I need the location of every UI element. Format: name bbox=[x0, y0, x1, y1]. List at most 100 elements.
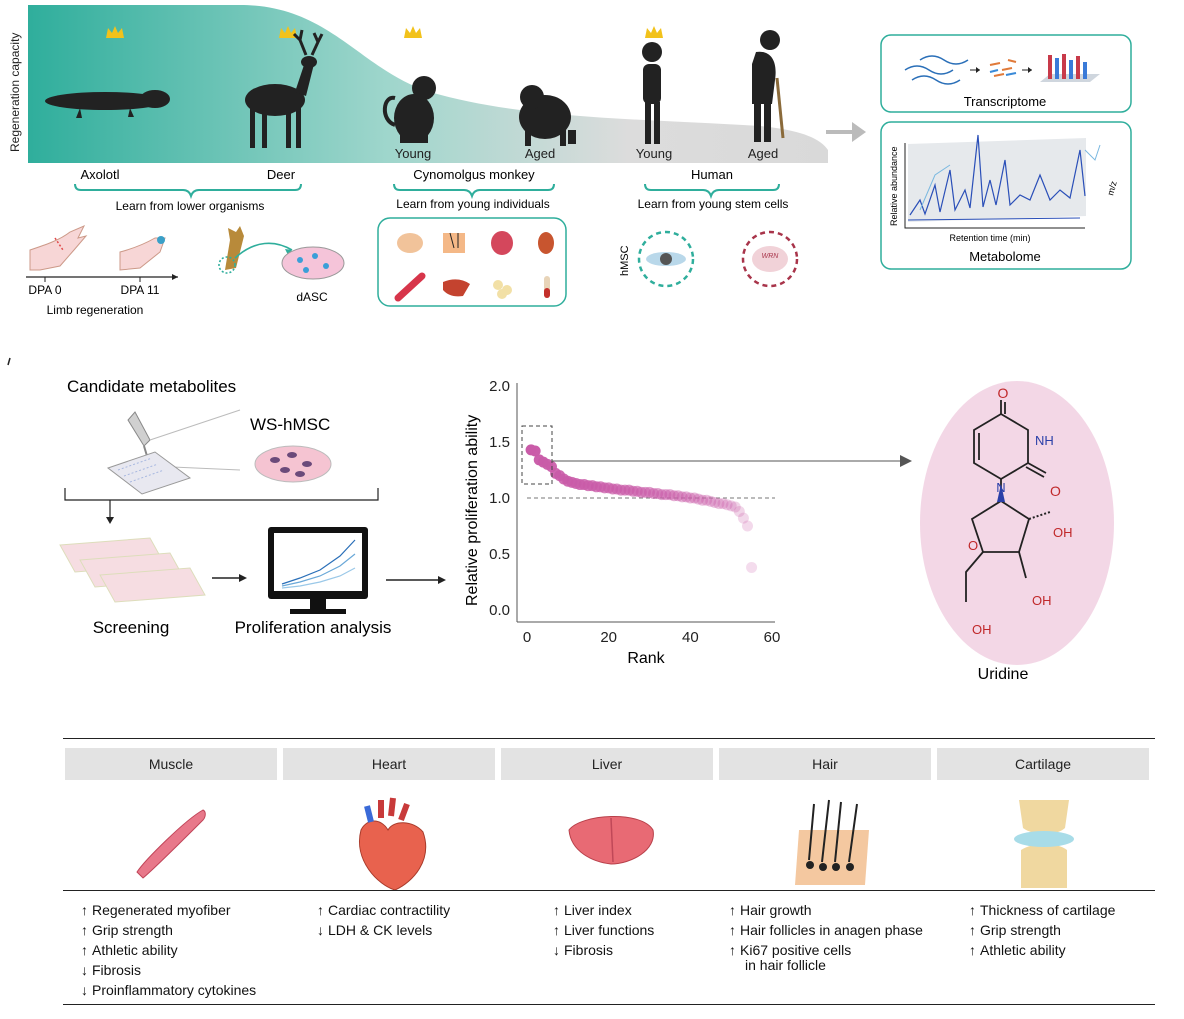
atom-label: OH bbox=[1032, 593, 1052, 608]
heart-icon bbox=[491, 231, 513, 255]
data-point bbox=[529, 445, 541, 457]
organ-box bbox=[377, 217, 567, 307]
hair-outcomes: Hair growthHair follicles in anagen phas… bbox=[729, 900, 923, 975]
data-point bbox=[713, 498, 725, 510]
x-tick-label: 60 bbox=[764, 629, 781, 646]
outcome-item: Cardiac contractility bbox=[317, 900, 450, 920]
data-point bbox=[717, 498, 729, 510]
atom-label: NH bbox=[1035, 433, 1054, 448]
atom-label: OH bbox=[1053, 525, 1073, 540]
y-axis-label: Regeneration capacity bbox=[8, 33, 22, 152]
crown-icon bbox=[106, 26, 124, 38]
group-label: Learn from young stem cells bbox=[638, 197, 789, 211]
regeneration-panel: Regeneration capacity bbox=[8, 5, 1132, 317]
data-point bbox=[693, 493, 704, 505]
stage-label: Young bbox=[636, 146, 672, 161]
chart-xlabel: Rank bbox=[627, 650, 665, 667]
cartilage-icon bbox=[1014, 800, 1074, 888]
limb-label: DPA 0 bbox=[28, 283, 61, 297]
column-header: Heart bbox=[283, 748, 495, 780]
x-tick-label: 40 bbox=[682, 629, 699, 646]
outcome-item: in hair follicle bbox=[745, 957, 826, 973]
species-label: Cynomolgus monkey bbox=[413, 167, 535, 182]
data-point bbox=[676, 491, 688, 503]
atom-label: N bbox=[996, 480, 1005, 495]
data-point bbox=[733, 505, 745, 517]
y-tick-label: 2.0 bbox=[489, 378, 510, 395]
group-label: Learn from young individuals bbox=[396, 197, 549, 211]
y-tick-label: 0.5 bbox=[489, 546, 510, 563]
data-point bbox=[742, 520, 753, 532]
species-label: Deer bbox=[267, 167, 296, 182]
outcome-item: Fibrosis bbox=[553, 940, 654, 960]
heart-outcomes: Cardiac contractilityLDH & CK levels bbox=[317, 900, 450, 940]
monkey-aged-icon bbox=[519, 85, 576, 146]
data-point bbox=[705, 495, 717, 507]
uridine-backdrop bbox=[920, 381, 1114, 665]
data-point bbox=[721, 499, 733, 511]
data-point bbox=[672, 490, 684, 502]
outcome-item: Regenerated myofiber bbox=[81, 900, 256, 920]
liver-outcomes: Liver indexLiver functionsFibrosis bbox=[553, 900, 654, 960]
muscle-icon bbox=[394, 272, 426, 302]
uridine-structure bbox=[965, 400, 1047, 602]
well-plate-icon bbox=[106, 451, 192, 495]
wrn-label: WRN bbox=[762, 253, 780, 260]
x-tick-label: 0 bbox=[523, 629, 531, 646]
limb-label: DPA 11 bbox=[121, 283, 160, 297]
skin-icon bbox=[443, 232, 465, 253]
proliferation-label: Proliferation analysis bbox=[235, 618, 392, 637]
atom-label: OH bbox=[972, 622, 992, 637]
stage-label: Young bbox=[395, 146, 431, 161]
cartilage-outcomes: Thickness of cartilageGrip strengthAthle… bbox=[969, 900, 1115, 960]
outcome-item: Fibrosis bbox=[81, 960, 256, 980]
metabolome-xlabel: Retention time (min) bbox=[949, 233, 1030, 243]
table-top-rule bbox=[63, 738, 1155, 739]
data-point bbox=[668, 490, 680, 502]
outcome-item: Liver index bbox=[553, 900, 654, 920]
hmsc-label: hMSC bbox=[619, 245, 631, 276]
brace bbox=[74, 183, 780, 200]
data-point bbox=[729, 501, 741, 513]
heart-icon bbox=[359, 797, 427, 890]
data-point bbox=[701, 494, 713, 506]
axolotl-icon bbox=[45, 90, 170, 118]
limb-regeneration-diagram bbox=[26, 225, 345, 282]
atom-label: O bbox=[1050, 483, 1061, 499]
outcome-item: Grip strength bbox=[969, 920, 1115, 940]
crown-icon bbox=[279, 26, 297, 38]
transcriptome-box bbox=[880, 34, 1132, 113]
crown-icon bbox=[404, 26, 422, 38]
hair-icon bbox=[795, 799, 869, 885]
outcome-item: Ki67 positive cells bbox=[729, 940, 923, 960]
group-label: Learn from lower organisms bbox=[116, 199, 265, 213]
atom-label: O bbox=[968, 538, 978, 553]
species-label: Human bbox=[691, 167, 733, 182]
transcriptome-label: Transcriptome bbox=[964, 94, 1047, 109]
petri-dish-icon bbox=[254, 445, 332, 483]
liver-icon bbox=[443, 279, 470, 297]
metabolome-ylabel: Relative abundance bbox=[889, 146, 899, 226]
cell-label: WS-hMSC bbox=[250, 415, 330, 434]
outcome-item: Proinflammatory cytokines bbox=[81, 980, 256, 1000]
data-point bbox=[737, 512, 749, 524]
chart-ylabel: Relative proliferation ability bbox=[464, 415, 481, 606]
species-label: Axolotl bbox=[80, 167, 119, 182]
x-tick-label: 20 bbox=[600, 629, 617, 646]
outcome-item: Thickness of cartilage bbox=[969, 900, 1115, 920]
column-header: Hair bbox=[719, 748, 931, 780]
metabolome-zlabel: m/z bbox=[1105, 179, 1119, 196]
metabolome-label: Metabolome bbox=[969, 249, 1041, 264]
outcome-item: Liver functions bbox=[553, 920, 654, 940]
data-point bbox=[725, 500, 737, 512]
outcome-item: Hair follicles in anagen phase bbox=[729, 920, 923, 940]
muscle-outcomes: Regenerated myofiberGrip strengthAthleti… bbox=[81, 900, 256, 1000]
brain-icon bbox=[397, 233, 423, 253]
screening-panel: Candidate metabolites WS-hMSC Screening … bbox=[7, 357, 1114, 683]
limb-label: dASC bbox=[296, 290, 328, 304]
y-tick-label: 0.0 bbox=[489, 602, 510, 619]
stage-label: Aged bbox=[525, 146, 555, 161]
monkey-young-icon bbox=[382, 76, 436, 143]
table-mid-rule bbox=[63, 890, 1155, 891]
crown-icon bbox=[645, 26, 663, 38]
